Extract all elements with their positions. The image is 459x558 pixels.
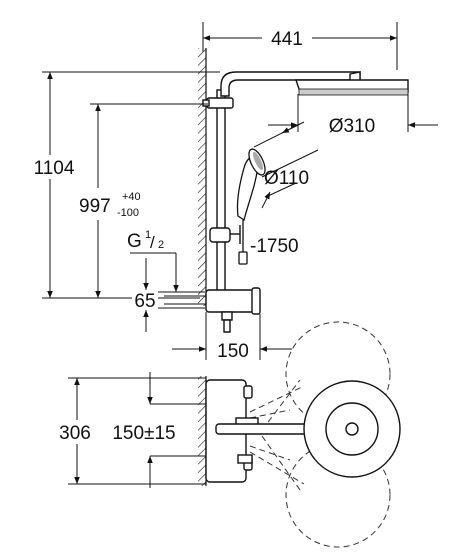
dim-150 (172, 312, 292, 360)
arm-plan (215, 380, 401, 478)
label-tol-plus: +40 (122, 191, 141, 203)
label-g-den: 2 (158, 239, 164, 251)
thermostat-side (205, 287, 261, 333)
g-thread-leader (130, 252, 179, 292)
label-310: Ø310 (329, 116, 375, 137)
g-slash: / (150, 233, 155, 252)
inlet-pipes (164, 295, 206, 305)
wall-hatch (198, 48, 207, 306)
dim-110 (253, 121, 319, 209)
hand-shower (236, 148, 266, 265)
label-150-15: 150±15 (112, 423, 175, 444)
label-g-thread: G (127, 231, 142, 252)
label-65: 65 (134, 291, 155, 312)
label-150: 150 (217, 341, 249, 362)
wall-plan (198, 376, 207, 486)
label-997: 997 (79, 196, 111, 217)
dim-150-15 (147, 372, 206, 488)
label-306: 306 (59, 423, 91, 444)
dim-310 (268, 94, 438, 132)
label-441: 441 (271, 29, 303, 50)
label-1104: 1104 (34, 158, 75, 179)
label-tol-minus: -100 (117, 207, 139, 219)
head-shower (295, 71, 409, 96)
label-1750: -1750 (250, 236, 299, 257)
dim-1104 (42, 71, 220, 299)
label-g-num: 1 (145, 229, 151, 241)
label-110: Ø110 (264, 168, 309, 189)
